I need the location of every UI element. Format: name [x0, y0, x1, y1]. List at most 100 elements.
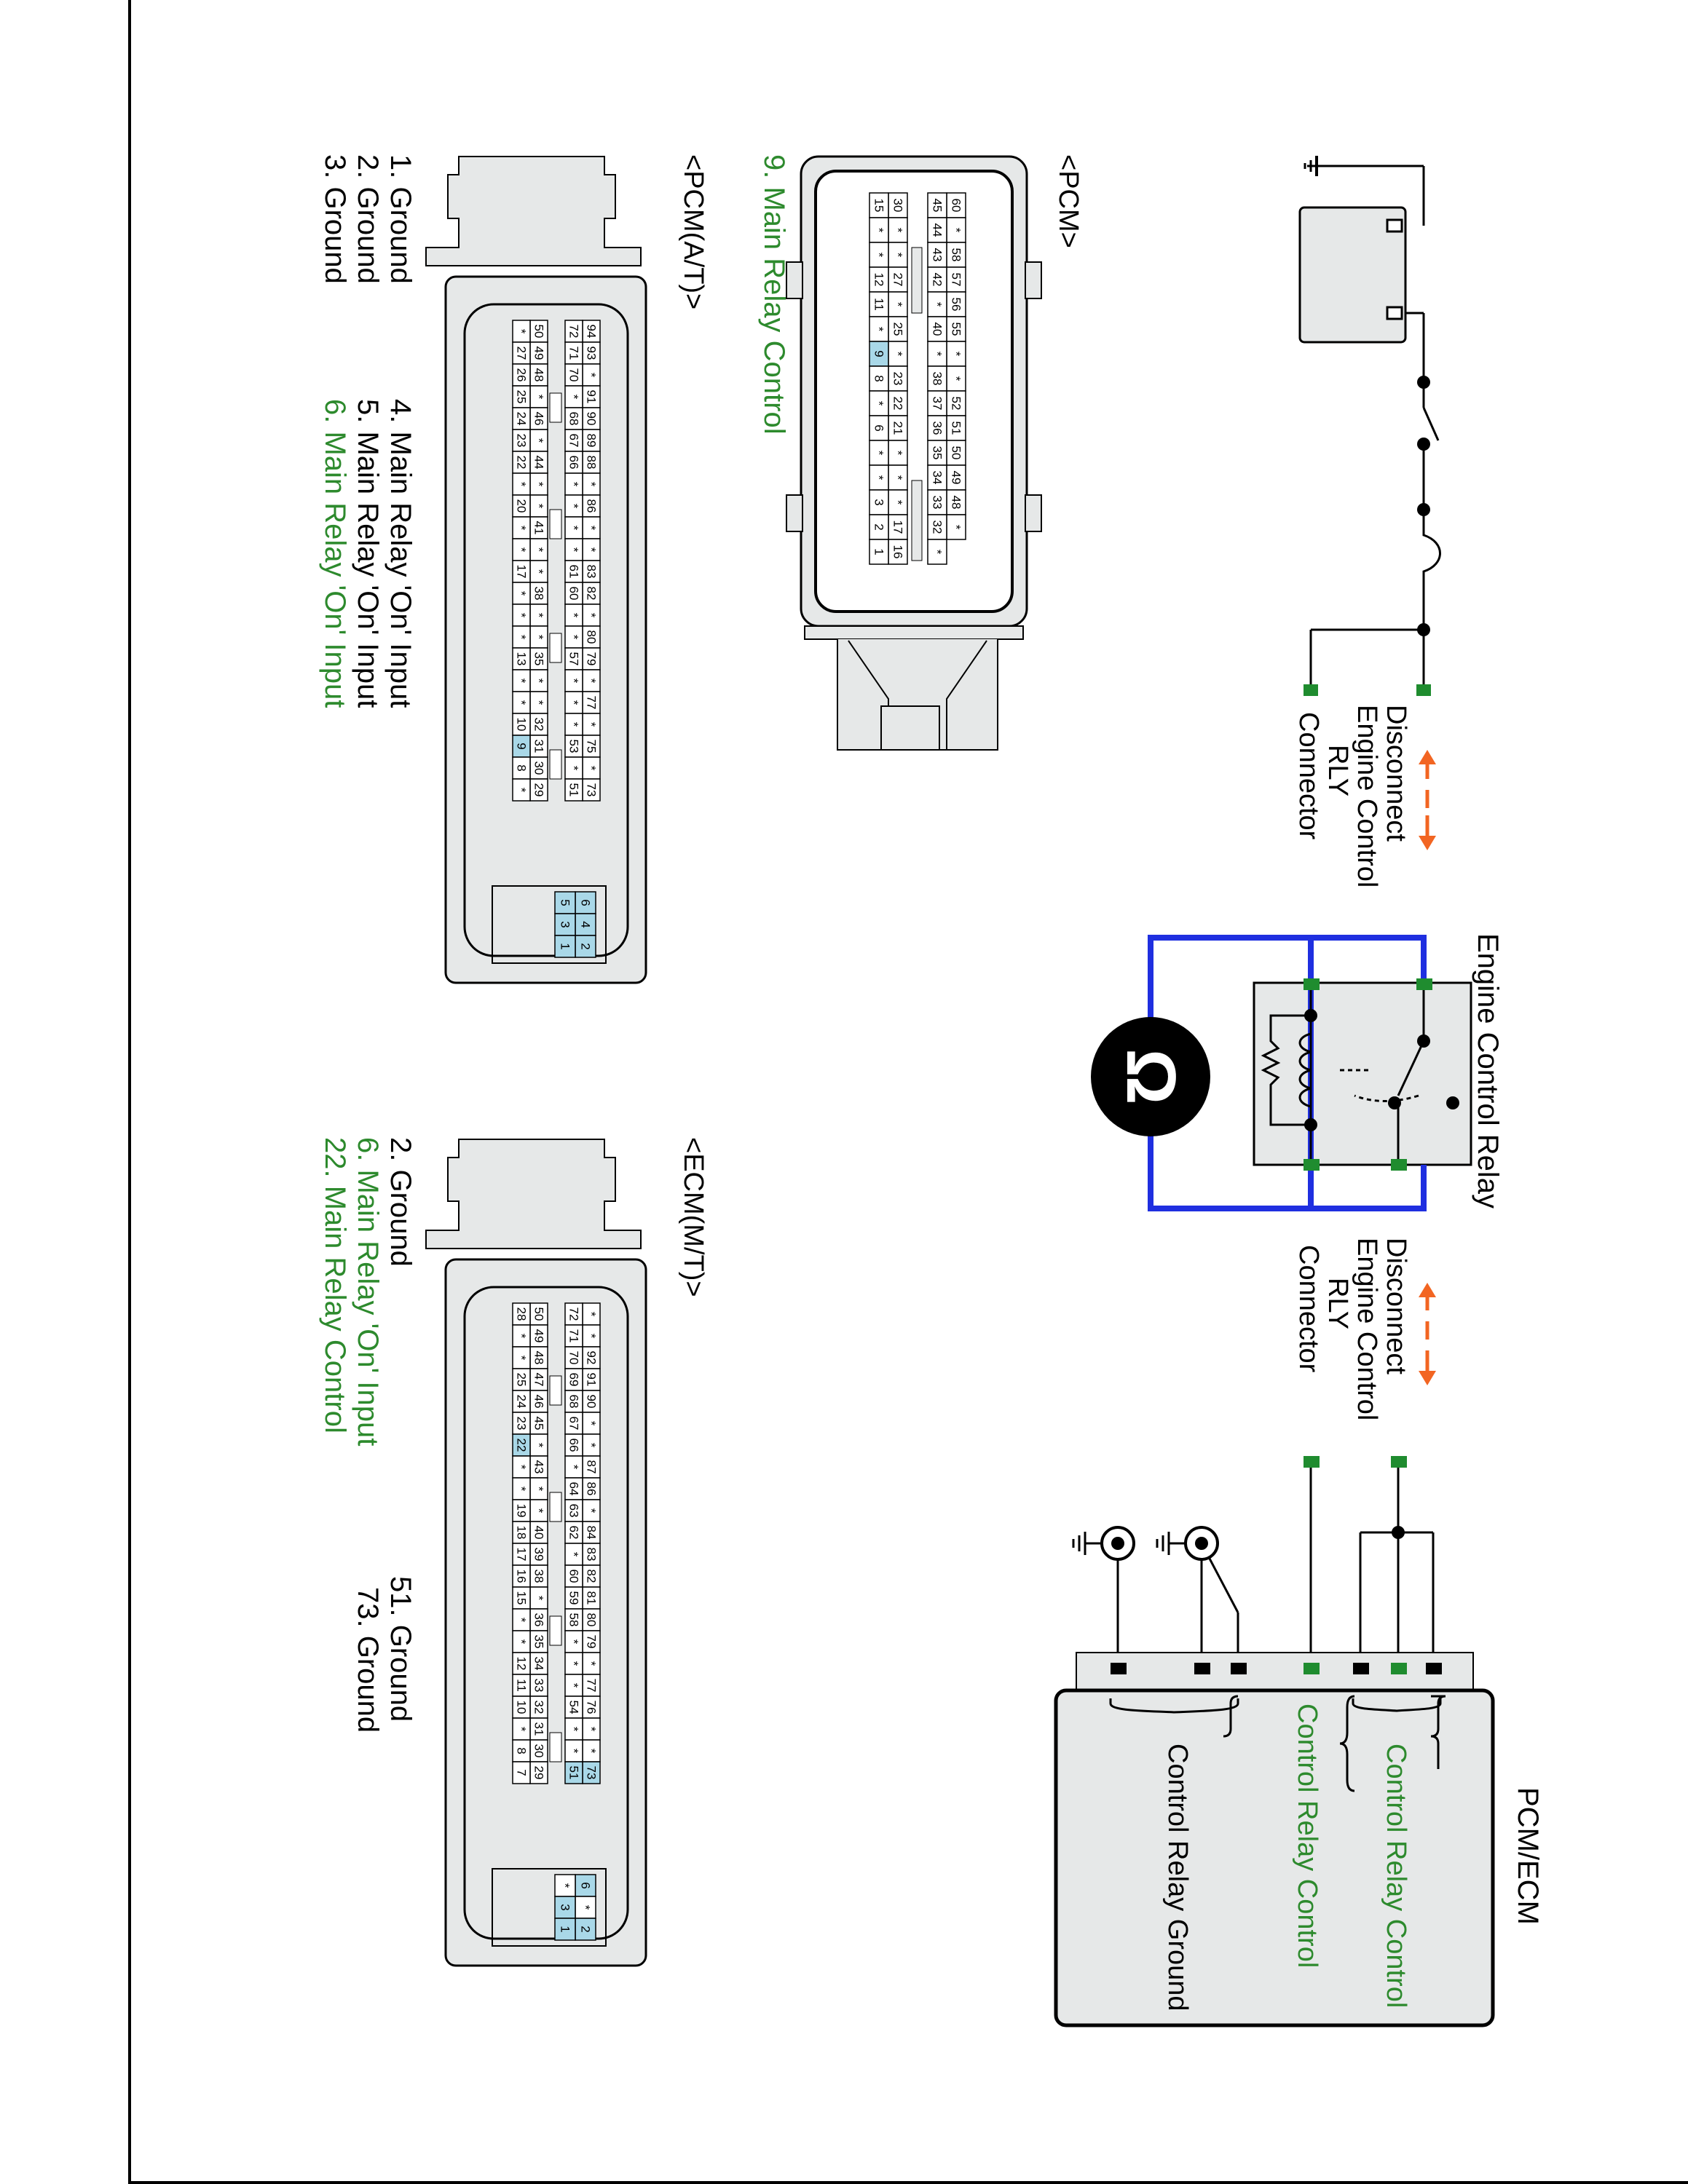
pin-cell: [888, 341, 908, 367]
pin-label: *: [515, 678, 529, 684]
key-slot: [549, 633, 562, 663]
key-slot: [549, 749, 562, 780]
pin-label: 27: [515, 347, 529, 360]
pin-label: 76: [585, 1701, 599, 1714]
pin-cell: [529, 1586, 548, 1610]
pcm-at-connector: <PCM(A/T)> 1. Ground 2. Ground 3. Ground…: [319, 154, 709, 984]
pin-cell: [512, 538, 531, 561]
svg-text:51. Ground: 51. Ground: [384, 1576, 417, 1722]
pin-label: 34: [931, 471, 944, 485]
pin-label: 60: [950, 199, 963, 213]
pin-label: 6: [872, 424, 886, 431]
pin-label: 59: [567, 1591, 581, 1605]
pin-label: *: [532, 635, 546, 640]
pin-cell: [564, 1346, 583, 1369]
pin-cell: [512, 363, 531, 387]
pin-cell: [582, 494, 601, 518]
pin-cell: [582, 1455, 601, 1479]
svg-text:22. Main Relay Control: 22. Main Relay Control: [319, 1137, 351, 1433]
pin-cell: [869, 266, 889, 293]
pin-label: 91: [585, 1373, 599, 1387]
pin-label: 30: [891, 199, 905, 213]
pin-label: 43: [532, 1460, 546, 1474]
engine-control-relay: Engine Control Relay: [1148, 933, 1504, 1211]
pin-label: *: [891, 253, 905, 258]
pcm-at-pin-grid: 9493*91908988*86**8382*8079*77*75*737271…: [492, 320, 607, 964]
pin-label: *: [515, 635, 529, 640]
pin-label: *: [585, 1421, 599, 1426]
pin-label: 60: [567, 1570, 581, 1583]
pin-label: *: [891, 451, 905, 456]
pin-label: 53: [567, 740, 581, 753]
pin-label: 16: [515, 1570, 529, 1583]
pin-label: 23: [515, 1417, 529, 1431]
pin-label: 57: [950, 273, 963, 287]
pin-cell: [529, 647, 548, 670]
pin-cell: [575, 1896, 596, 1919]
pin-label: *: [567, 722, 581, 727]
pin-label: 50: [532, 325, 546, 339]
key-slot: [549, 1492, 562, 1522]
disconnect-arrows-left: [1419, 750, 1436, 850]
pin-label: *: [950, 376, 963, 381]
pin-label: 52: [950, 397, 963, 411]
pin-label: *: [515, 1356, 529, 1361]
pin-label: 73: [585, 783, 599, 797]
pin-cell: [529, 604, 548, 627]
pin-label: *: [931, 352, 944, 357]
pin-cell: [512, 560, 531, 583]
pin-label: 54: [567, 1701, 581, 1714]
pin-label: 35: [532, 1635, 546, 1649]
pin-label: 49: [532, 1329, 546, 1343]
pin-label: 31: [532, 1722, 546, 1736]
pin-label: *: [515, 788, 529, 793]
pin-cell: [564, 1477, 583, 1500]
pin-label: *: [891, 500, 905, 505]
pin-cell: [512, 1521, 531, 1544]
pin-cell: [529, 363, 548, 387]
pin-label: 3: [872, 499, 886, 505]
pin-cell: [529, 691, 548, 714]
pin-label: *: [567, 482, 581, 487]
pin-cell: [582, 1499, 601, 1522]
pin-label: 44: [532, 456, 546, 470]
pin-label: 56: [950, 298, 963, 312]
svg-text:RLY: RLY: [1322, 745, 1353, 796]
pin-cell: [946, 464, 966, 491]
pin-label: 33: [931, 496, 944, 510]
pin-label: 39: [532, 1548, 546, 1562]
pin-label: 33: [532, 1679, 546, 1693]
pin-cell: [554, 935, 576, 958]
pin-cell: [927, 514, 947, 540]
pin-cell: [927, 489, 947, 515]
pin-label: *: [567, 678, 581, 684]
ecm-mt-connector: <ECM(M/T)> 2. Ground 6. Main Relay 'On' …: [319, 1137, 709, 1967]
pin-label: *: [950, 228, 963, 233]
pin-label: 19: [515, 1504, 529, 1518]
pin-label: 37: [931, 397, 944, 411]
pin-label: *: [515, 526, 529, 531]
pin-label: *: [585, 613, 599, 618]
pin-cell: [927, 390, 947, 416]
pin-cell: [564, 538, 583, 561]
pin-cell: [512, 407, 531, 430]
pin-label: 64: [567, 1482, 581, 1496]
pin-cell: [564, 385, 583, 408]
pin-cell: [869, 365, 889, 392]
svg-text:Connector: Connector: [1293, 712, 1324, 840]
pin-cell: [564, 1324, 583, 1348]
pin-label: *: [567, 395, 581, 400]
pin-label: 8: [515, 1747, 529, 1754]
pin-cell: [564, 1368, 583, 1391]
pin-label: *: [532, 1443, 546, 1448]
disconnect-note-left: Disconnect Engine Control RLY Connector: [1293, 705, 1411, 887]
pin-label: *: [891, 352, 905, 357]
pin-label: 29: [532, 1766, 546, 1780]
pin-cell: [512, 691, 531, 714]
pin-label: 50: [950, 446, 963, 460]
key-slot: [911, 247, 923, 314]
pin-cell: [512, 1302, 531, 1326]
pin-label: *: [567, 504, 581, 509]
pin-label: *: [585, 526, 599, 531]
pin-label: *: [585, 1312, 599, 1317]
